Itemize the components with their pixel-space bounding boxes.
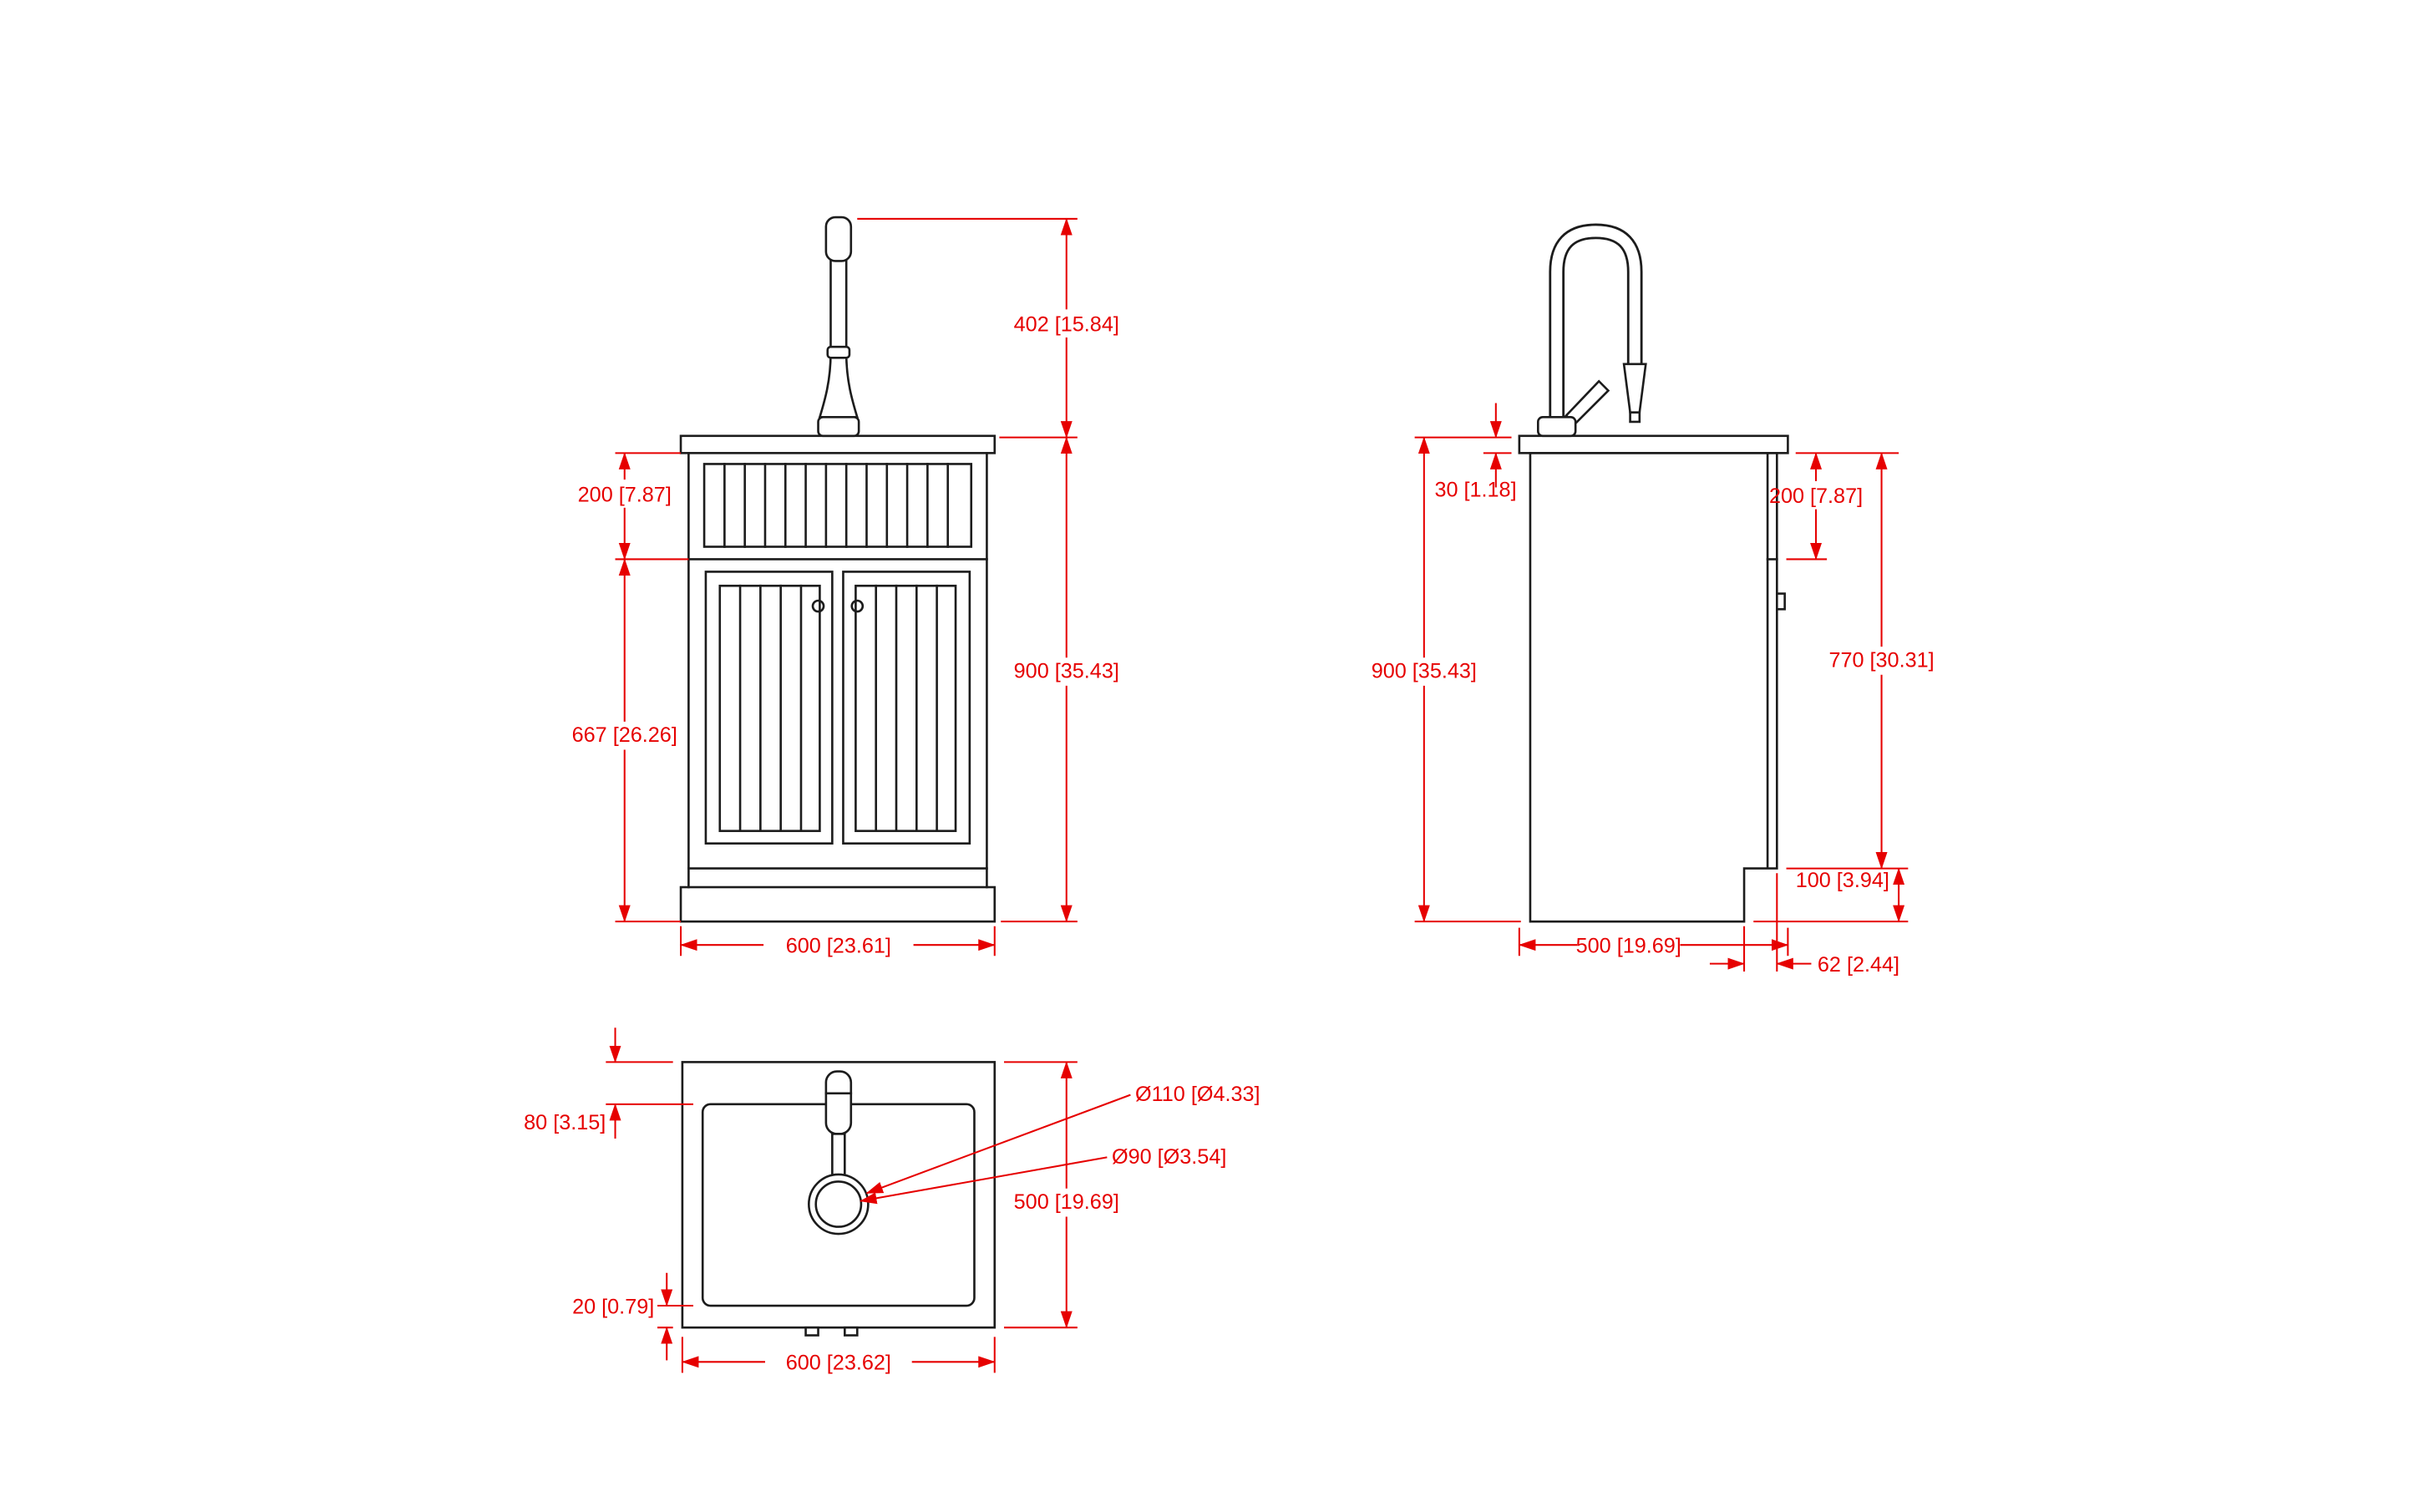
faucet-gooseneck-outline (1549, 223, 1643, 436)
faucet-sprayer (1622, 363, 1647, 414)
dim-side-overall-depth: 500 [19.69] (1518, 927, 1789, 958)
top-view: 80 [3.15] 500 [19.69] 600 [23.62] 20 [0.… (524, 1027, 1260, 1375)
front-faucet (817, 216, 860, 438)
dim-side-upper-section: 200 [7.87] (1769, 452, 1899, 561)
dim-label-side-toe-kick-recess: 62 [2.44] (1818, 953, 1899, 977)
front-right-door-slats (875, 584, 938, 833)
faucet-spray-head (824, 216, 853, 262)
dim-top-front-offset: 20 [0.79] (572, 1272, 693, 1361)
dim-label-top-faucet-hole-diameter: Ø110 [Ø4.33] (1135, 1083, 1260, 1106)
dim-label-top-back-offset: 80 [3.15] (524, 1111, 606, 1134)
top-foot-left (804, 1326, 819, 1337)
front-right-door-knob (850, 599, 865, 613)
faucet-body (818, 352, 860, 419)
side-door-handle (1776, 592, 1786, 611)
side-countertop (1518, 434, 1789, 454)
front-cabinet-body (687, 452, 988, 870)
top-faucet-body (824, 1070, 853, 1135)
front-lower-rails (687, 867, 988, 889)
dim-top-drain-diameter: Ø90 [Ø3.54] (859, 1145, 1226, 1205)
side-view: 30 [1.18] 900 [35.43] 200 [7.87] 770 [30… (1372, 223, 1935, 977)
dim-label-front-upper-section: 200 [7.87] (578, 483, 672, 506)
faucet-collar (826, 345, 851, 359)
dim-label-side-upper-section: 200 [7.87] (1769, 485, 1863, 508)
front-louver-slats (723, 463, 949, 548)
side-dimensions: 30 [1.18] 900 [35.43] 200 [7.87] 770 [30… (1372, 403, 1935, 977)
front-left-door-slats (738, 584, 803, 833)
faucet-sprayer-tip (1629, 411, 1641, 424)
side-cabinet-body (1529, 452, 1778, 923)
dim-label-side-countertop-thickness: 30 [1.18] (1434, 479, 1516, 502)
faucet-base-side (1536, 416, 1577, 438)
dim-label-front-lower-section: 667 [26.26] (572, 723, 677, 747)
top-foot-right (844, 1326, 859, 1337)
dim-top-overall-width: 600 [23.62] (681, 1337, 996, 1375)
front-plinth (679, 885, 997, 923)
top-faucet-spout (831, 1133, 846, 1178)
faucet-gooseneck-core (1551, 226, 1641, 436)
dim-front-faucet-height: 402 [15.84] (857, 217, 1119, 439)
dim-label-top-overall-depth: 500 [19.69] (1014, 1190, 1119, 1214)
dim-label-side-body-height: 770 [30.31] (1828, 648, 1934, 672)
dim-label-side-overall-depth: 500 [19.69] (1576, 935, 1681, 958)
front-louver-panel (702, 463, 973, 548)
dim-label-front-faucet-height: 402 [15.84] (1014, 313, 1119, 337)
drain-flange-circle (808, 1173, 870, 1235)
dim-front-overall-width: 600 [23.61] (680, 926, 996, 958)
dim-top-back-offset: 80 [3.15] (524, 1027, 693, 1139)
front-right-door (842, 571, 971, 845)
front-right-door-panel (855, 584, 957, 833)
front-view: 402 [15.84] 900 [35.43] 200 [7.87] 667 [… (572, 216, 1119, 958)
dim-label-side-toe-kick-height: 100 [3.94] (1796, 869, 1889, 892)
top-dimensions: 80 [3.15] 500 [19.69] 600 [23.62] 20 [0.… (524, 1027, 1260, 1375)
dim-side-overall-height: 900 [35.43] (1372, 436, 1521, 923)
dim-side-toe-kick-height: 100 [3.94] (1753, 867, 1909, 923)
dim-label-top-drain-diameter: Ø90 [Ø3.54] (1112, 1145, 1226, 1169)
faucet-neck (829, 255, 848, 358)
leader-line (865, 1093, 1131, 1195)
front-left-door-knob (811, 599, 825, 613)
dim-top-faucet-hole-diameter: Ø110 [Ø4.33] (865, 1083, 1260, 1195)
top-counter-outline (681, 1061, 997, 1329)
dim-front-lower-section: 667 [26.26] (572, 558, 682, 923)
dim-label-top-front-offset: 20 [0.79] (572, 1295, 654, 1318)
leader-line (859, 1156, 1108, 1205)
dim-label-side-overall-height: 900 [35.43] (1372, 660, 1477, 683)
dim-label-front-overall-width: 600 [23.61] (786, 935, 891, 958)
extension-lines (657, 1304, 693, 1329)
dim-label-top-overall-width: 600 [23.62] (786, 1352, 891, 1375)
dim-side-body-height: 770 [30.31] (1786, 452, 1935, 870)
side-faucet (1536, 223, 1647, 438)
dim-top-overall-depth: 500 [19.69] (1003, 1061, 1119, 1329)
front-left-door-panel (718, 584, 821, 833)
front-countertop (679, 434, 997, 454)
dim-front-upper-section: 200 [7.87] (578, 452, 689, 561)
dim-label-front-overall-height: 900 [35.43] (1014, 660, 1119, 683)
dim-side-toe-kick-recess: 62 [2.44] (1709, 873, 1899, 977)
top-sink (681, 1061, 997, 1337)
dim-front-overall-height: 900 [35.43] (1001, 436, 1119, 923)
side-cabinet (1518, 434, 1789, 923)
faucet-base (817, 416, 860, 438)
drain-hole-circle (814, 1180, 863, 1228)
front-cabinet (679, 434, 997, 923)
dim-side-countertop-thickness: 30 [1.18] (1414, 403, 1517, 502)
front-left-door (704, 571, 834, 845)
extension-lines (606, 1061, 693, 1105)
extension-lines (1414, 436, 1512, 454)
front-dimensions: 402 [15.84] 900 [35.43] 200 [7.87] 667 [… (572, 217, 1119, 958)
